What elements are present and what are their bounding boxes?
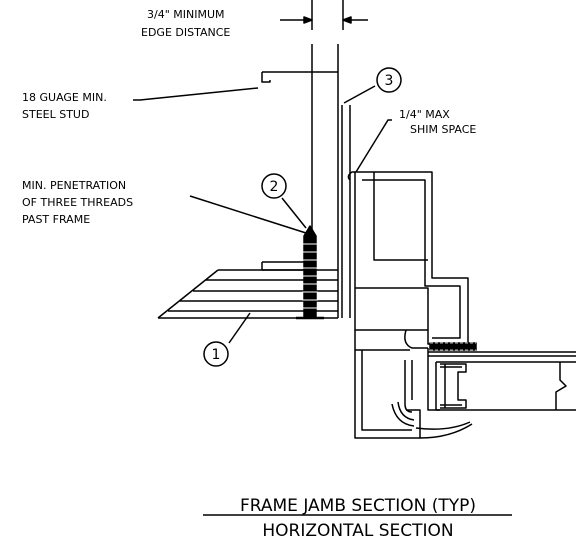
shim-label-line1: 1/4" MAX <box>399 108 450 121</box>
callout-3-number: 3 <box>385 73 394 89</box>
callout-2-circle <box>261 173 287 199</box>
edge-distance-dimension <box>280 0 368 30</box>
callout-3-circle <box>376 67 402 93</box>
callout-1-circle <box>203 341 229 367</box>
stud-label-line1: 18 GUAGE MIN. <box>22 91 107 104</box>
leader-lines <box>133 85 392 344</box>
section-title: FRAME JAMB SECTION (TYP) <box>240 496 476 516</box>
callout-2-number: 2 <box>270 179 279 195</box>
penetration-label-line3: PAST FRAME <box>22 213 90 226</box>
shim-label-line2: SHIM SPACE <box>410 123 476 136</box>
aluminum-frame <box>347 171 473 439</box>
section-subtitle: HORIZONTAL SECTION <box>262 521 453 541</box>
penetration-label-line1: MIN. PENETRATION <box>22 179 126 192</box>
shim-space <box>341 105 351 318</box>
callout-1-number: 1 <box>212 347 221 363</box>
edge-distance-label-line1: 3/4" MINIMUM <box>147 8 225 21</box>
screw <box>296 225 324 320</box>
edge-distance-label-line2: EDGE DISTANCE <box>141 26 230 39</box>
stud-label-line2: STEEL STUD <box>22 108 89 121</box>
glazing <box>428 342 576 411</box>
penetration-label-line2: OF THREE THREADS <box>22 196 133 209</box>
